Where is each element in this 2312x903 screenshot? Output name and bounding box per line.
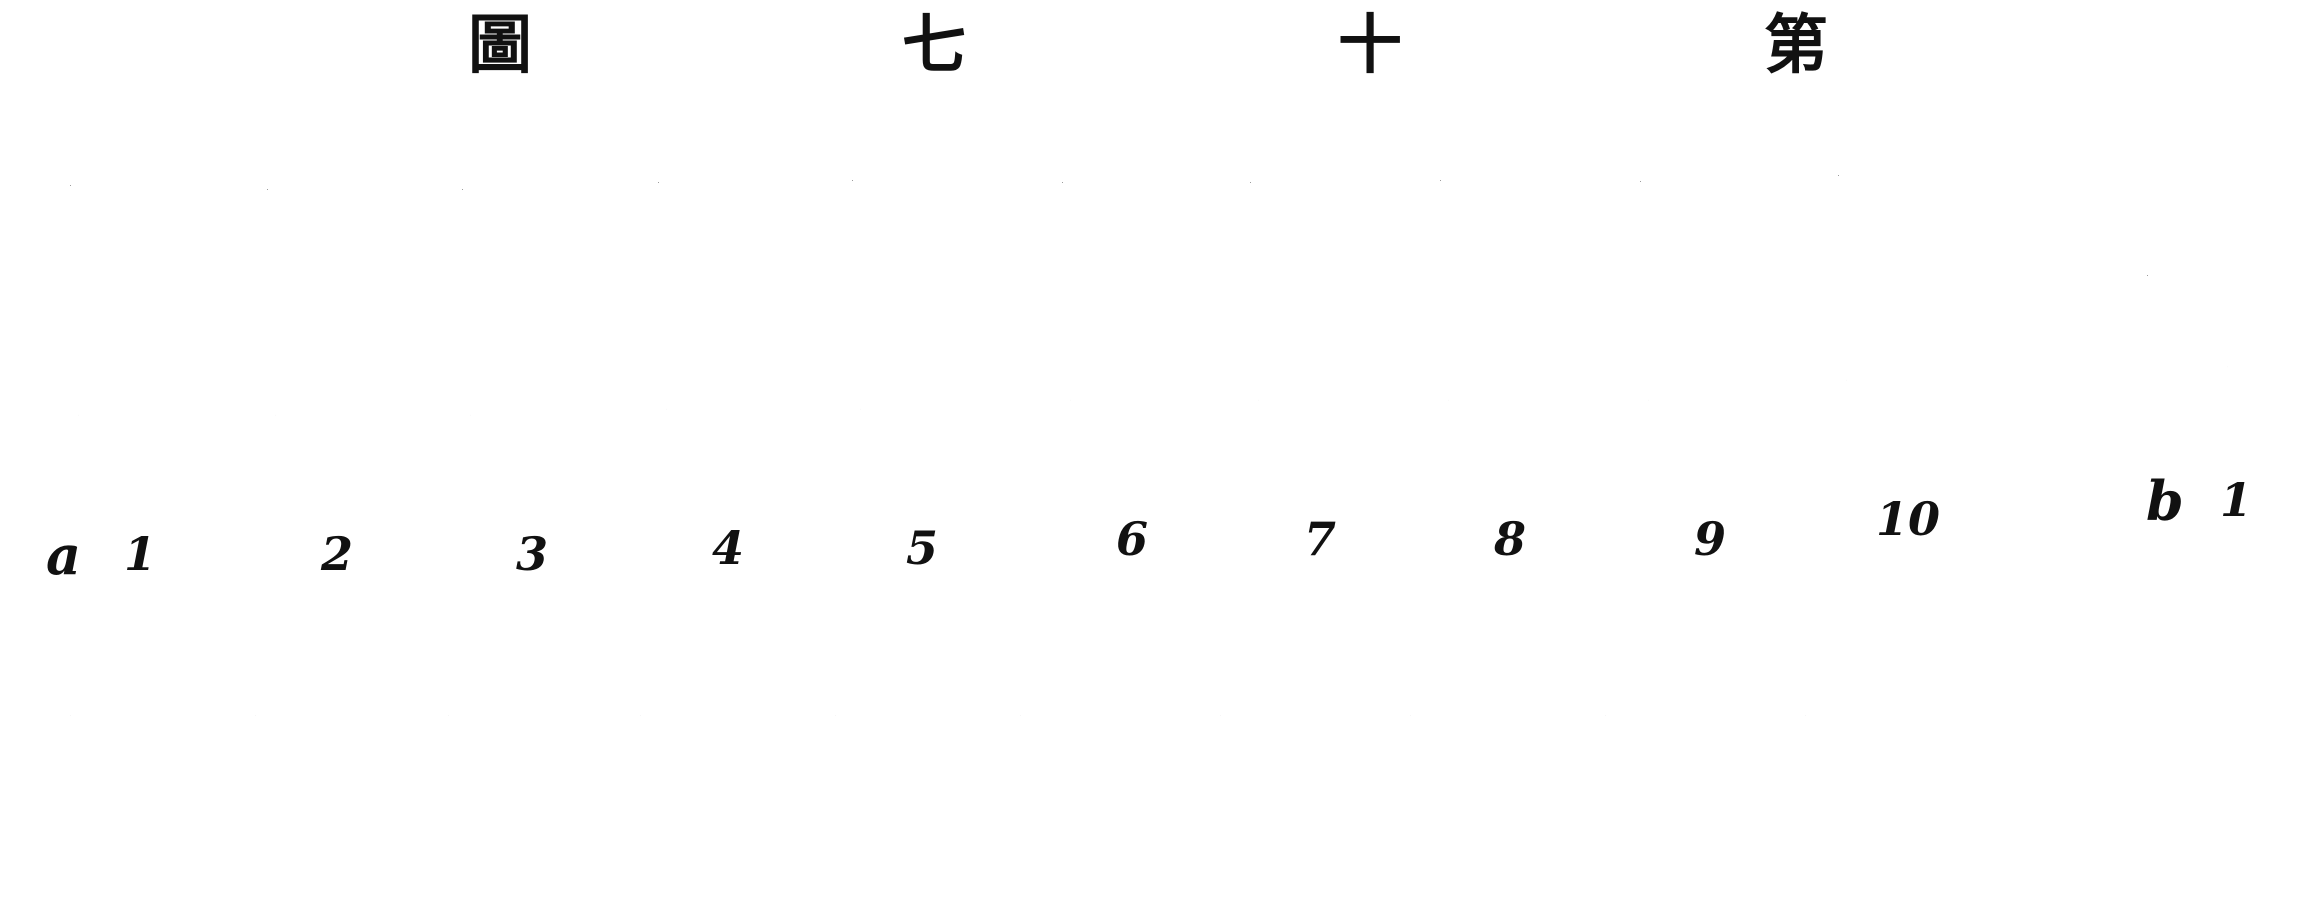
specimen-foot: [835, 715, 836, 716]
specimen-cap: [70, 185, 71, 186]
specimen-9: 9: [1605, 181, 1726, 716]
specimen-6: 6: [1020, 182, 1148, 716]
specimen-cap: [1250, 182, 1251, 183]
specimen-foot: [1410, 715, 1411, 716]
specimen-foot: [1020, 715, 1021, 716]
specimen-number: 10: [1876, 492, 1940, 546]
variant-number: 1: [2220, 473, 2252, 527]
specimen-cap: [852, 180, 853, 181]
specimen-cap: [1062, 182, 1063, 183]
specimen-7: 7: [1220, 182, 1336, 716]
specimen-number: 8: [1493, 512, 1526, 566]
specimen-number: 5: [906, 521, 938, 575]
specimen-10: 10: [1805, 175, 1940, 716]
specimen-5: 5: [835, 180, 938, 716]
specimen-2: 2: [255, 189, 353, 716]
row-label-a: a: [46, 523, 81, 587]
specimen-foot: [640, 715, 641, 716]
specimen-number: 1: [124, 527, 156, 581]
specimen-cap: [1838, 175, 1839, 176]
specimen-number: 2: [320, 527, 353, 581]
specimen-cap: [658, 182, 659, 183]
specimen-number: 3: [516, 527, 548, 581]
specimen-number: 4: [712, 521, 744, 575]
specimen-cap: [267, 189, 268, 190]
variant-cap: [2147, 275, 2148, 276]
specimen-foot: [448, 715, 449, 716]
specimen-number: 7: [1304, 512, 1336, 566]
specimen-cap: [1440, 180, 1441, 181]
specimen-cap: [1640, 181, 1641, 182]
specimen-number: 9: [1694, 512, 1726, 566]
variant-specimen-b: b 1: [2146, 275, 2252, 533]
specimen-number: 6: [1116, 512, 1148, 566]
specimen-foot: [70, 715, 71, 716]
specimen-foot: [255, 715, 256, 716]
specimen-8: 8: [1410, 180, 1526, 716]
specimen-foot: [1605, 715, 1606, 716]
specimen-1: 1: [70, 185, 156, 716]
specimen-foot: [1805, 715, 1806, 716]
specimen-cap: [462, 189, 463, 190]
specimen-3: 3: [448, 189, 548, 716]
specimen-foot: [1220, 715, 1221, 716]
specimen-4: 4: [640, 182, 744, 716]
variant-label-b: b: [2146, 469, 2184, 533]
